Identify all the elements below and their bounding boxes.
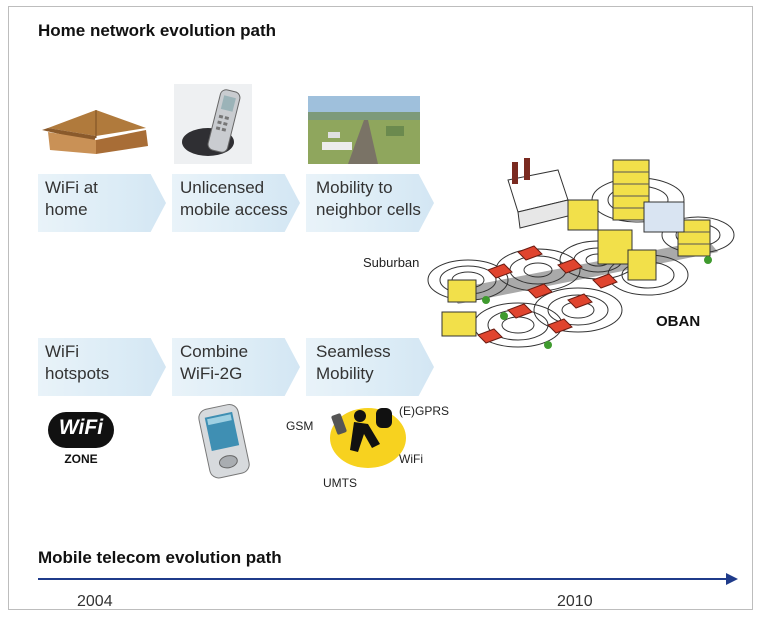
step-combine-wifi-2g [172, 338, 300, 396]
step-mobility-neighbor-cells [306, 174, 434, 232]
gsm-label: GSM [286, 419, 314, 433]
step-unlicensed-mobile-access-text: Unlicensed mobile access [180, 178, 288, 219]
pda-device-image [198, 403, 250, 479]
seamless-mobility-illustration [330, 408, 406, 468]
timeline-arrow-line [38, 578, 730, 580]
timeline-arrow-head-icon [726, 573, 738, 585]
step-wifi-hotspots-text: WiFi hotspots [45, 342, 110, 383]
mobile-path-title: Mobile telecom evolution path [38, 548, 282, 567]
step-seamless-mobility [306, 338, 434, 396]
wifi-zone-text: ZONE [64, 452, 98, 466]
suburban-label: Suburban [363, 255, 420, 270]
home-path-title: Home network evolution path [38, 21, 277, 40]
umts-label: UMTS [323, 476, 357, 490]
step-seamless-mobility-text: Seamless Mobility [316, 342, 391, 383]
countryside-image [308, 96, 420, 164]
year-end: 2010 [557, 593, 593, 610]
step-unlicensed-mobile-access [172, 174, 300, 232]
year-start: 2004 [77, 593, 113, 610]
step-combine-wifi-2g-text: Combine WiFi-2G [180, 342, 249, 383]
oban-label: OBAN [656, 313, 701, 330]
step-wifi-hotspots [38, 338, 166, 396]
diagram-frame [8, 6, 753, 610]
house-image [42, 110, 148, 154]
egprs-label: (E)GPRS [399, 404, 450, 418]
step-wifi-at-home [38, 174, 166, 232]
wifi-zone-logo: WiFi ZONE [46, 412, 118, 470]
wifi-label: WiFi [399, 452, 423, 466]
step-wifi-at-home-text: WiFi at home [45, 178, 98, 219]
dect-phone-image [174, 84, 252, 164]
wifi-logo-text: WiFi [58, 416, 104, 439]
step-mobility-neighbor-cells-text: Mobility to neighbor cells [316, 178, 421, 219]
oban-city-network-illustration [427, 158, 735, 349]
